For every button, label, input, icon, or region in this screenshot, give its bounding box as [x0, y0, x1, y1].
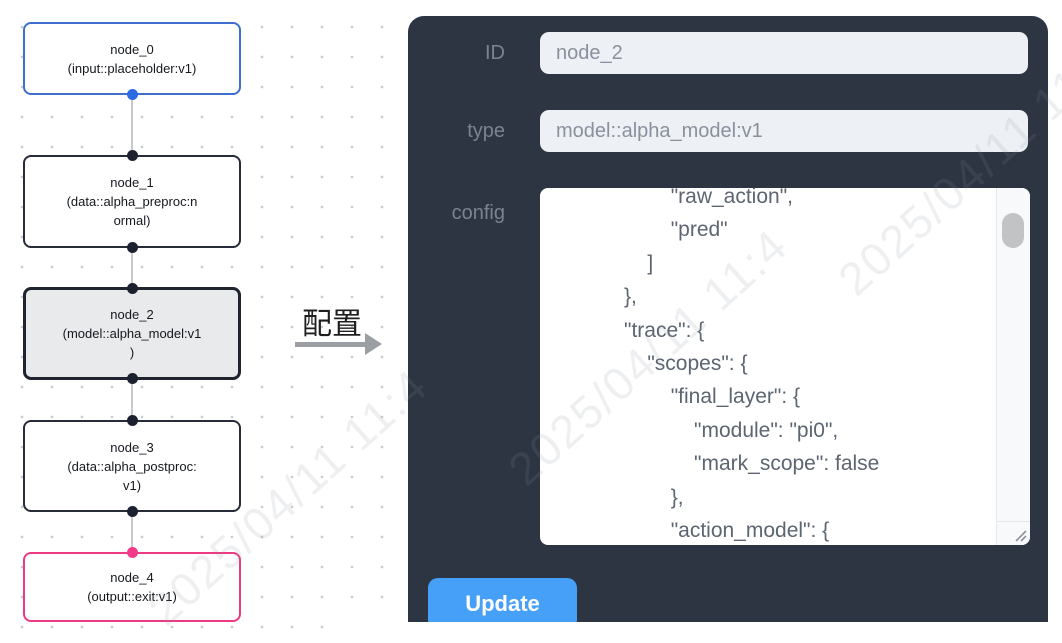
- arrow-shaft: [295, 342, 369, 347]
- node-title: node_4: [110, 570, 154, 585]
- resize-grip-icon: [1015, 530, 1027, 542]
- arrow-head: [365, 333, 382, 355]
- target-port[interactable]: [126, 547, 138, 558]
- node-node_4[interactable]: node_4 (output::exit:v1): [23, 547, 241, 622]
- id-field-label: ID: [485, 42, 505, 64]
- node-subtitle: (output::exit:v1): [87, 589, 177, 604]
- config-field-label: config: [451, 202, 505, 224]
- config-json-text[interactable]: "raw_action", "pred" ] }, "trace": { "sc…: [624, 188, 880, 543]
- update-button[interactable]: Update: [428, 578, 577, 622]
- target-port[interactable]: [126, 150, 138, 161]
- right-arrow-icon: [295, 333, 385, 355]
- node-subtitle: ormal): [113, 213, 151, 228]
- edge-node3-node4[interactable]: [131, 512, 133, 552]
- bottom-mask: [340, 622, 1062, 643]
- node-title: node_1: [110, 175, 154, 190]
- target-port[interactable]: [126, 415, 138, 426]
- node-node_3[interactable]: node_3 (data::alpha_postproc: v1): [23, 415, 241, 517]
- node-subtitle: (model::alpha_model:v1: [62, 326, 202, 341]
- configure-label: 配置: [302, 308, 362, 341]
- edge-node2-node3[interactable]: [131, 380, 133, 420]
- node-subtitle: (data::alpha_postproc:: [67, 458, 197, 474]
- node-title: node_2: [110, 307, 154, 322]
- type-field-label: type: [467, 120, 505, 142]
- resize-handle[interactable]: [997, 521, 1030, 545]
- config-textarea[interactable]: "raw_action", "pred" ] }, "trace": { "sc…: [540, 188, 1030, 545]
- node-subtitle: ): [129, 345, 135, 360]
- node-title: node_3: [110, 439, 154, 455]
- node-node_1[interactable]: node_1 (data::alpha_preproc:n ormal): [23, 150, 241, 253]
- edge-node1-node2[interactable]: [131, 248, 133, 287]
- scrollbar-thumb[interactable]: [1002, 213, 1024, 248]
- node-title: node_0: [110, 41, 154, 57]
- source-port[interactable]: [126, 89, 138, 100]
- scrollbar-track[interactable]: [996, 188, 1030, 545]
- node-subtitle: (data::alpha_preproc:n: [66, 194, 198, 209]
- node-node_0[interactable]: node_0 (input::placeholder:v1): [23, 22, 241, 100]
- node-subtitle: (input::placeholder:v1): [67, 60, 197, 76]
- source-port[interactable]: [126, 506, 138, 517]
- target-port[interactable]: [126, 283, 138, 294]
- edge-node0-node1[interactable]: [131, 95, 133, 155]
- source-port[interactable]: [126, 373, 138, 384]
- type-input[interactable]: [540, 110, 1028, 152]
- node-node_2-selected[interactable]: node_2 (model::alpha_model:v1 ): [23, 283, 241, 384]
- id-input[interactable]: [540, 32, 1028, 74]
- node-subtitle: v1): [122, 477, 142, 493]
- node-config-panel: ID type config "raw_action", "pred" ] },…: [408, 16, 1048, 622]
- source-port[interactable]: [126, 242, 138, 253]
